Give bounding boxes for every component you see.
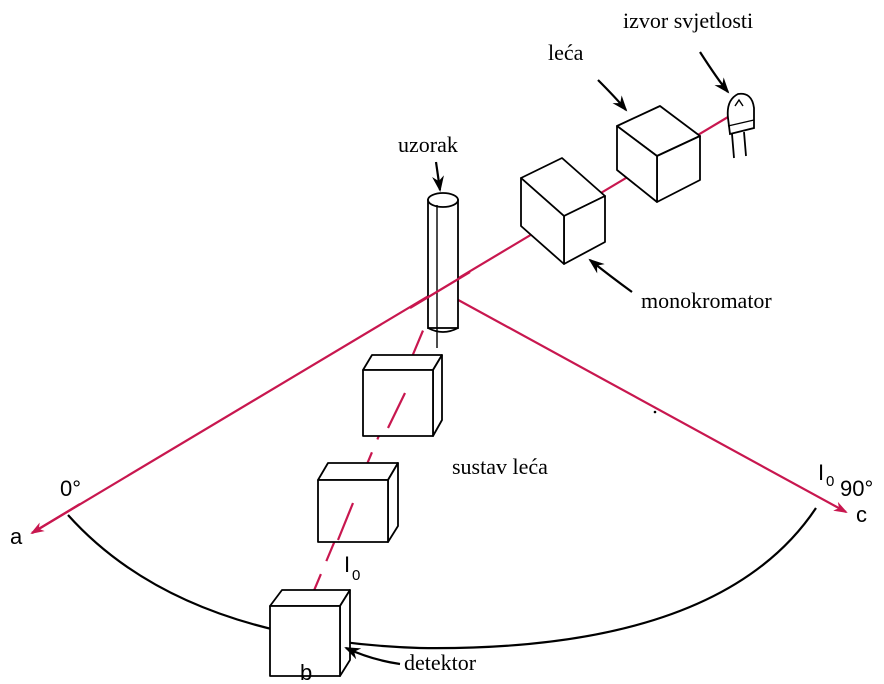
beam-segment-upper bbox=[387, 392, 406, 429]
light-source-icon bbox=[726, 92, 755, 159]
angle-arc bbox=[67, 507, 817, 650]
beam-arrow-a bbox=[30, 503, 81, 535]
lens-box bbox=[616, 105, 701, 203]
label-lens-system: sustav leća bbox=[452, 454, 548, 479]
label-intensity-c: I bbox=[818, 460, 824, 485]
incident-beam bbox=[31, 116, 729, 534]
beam-segment-lower bbox=[336, 502, 355, 541]
label-pos-b: b bbox=[300, 660, 312, 684]
monochromator-pointer bbox=[588, 258, 633, 293]
label-lens: leća bbox=[548, 40, 584, 65]
beam-through-sample bbox=[409, 271, 471, 309]
label-angle-zero: 0° bbox=[60, 476, 81, 501]
label-intensity-c-sub: 0 bbox=[826, 473, 834, 490]
sample-pointer bbox=[432, 161, 444, 192]
label-monochromator: monokromator bbox=[641, 288, 772, 313]
scattered-beam-c bbox=[439, 289, 848, 513]
stray-mark bbox=[653, 410, 657, 414]
label-intensity-b: I bbox=[344, 552, 350, 577]
label-sample: uzorak bbox=[398, 132, 458, 157]
lens-system-lower-box bbox=[317, 462, 399, 543]
monochromator-box bbox=[520, 157, 606, 265]
sample-tube bbox=[427, 192, 459, 348]
label-detector: detektor bbox=[404, 650, 477, 675]
detector-pointer bbox=[344, 647, 401, 666]
label-angle-ninety: 90° bbox=[840, 476, 873, 501]
lens-system-upper-box bbox=[362, 354, 443, 437]
label-pos-a: a bbox=[10, 524, 23, 549]
lens-pointer bbox=[597, 79, 628, 112]
label-light-source: izvor svjetlosti bbox=[623, 8, 753, 33]
light-source-pointer bbox=[699, 51, 730, 94]
label-pos-c: c bbox=[856, 502, 867, 527]
label-intensity-b-sub: 0 bbox=[352, 567, 360, 584]
scattered-beam-b bbox=[303, 289, 442, 613]
detector-box bbox=[269, 589, 351, 677]
